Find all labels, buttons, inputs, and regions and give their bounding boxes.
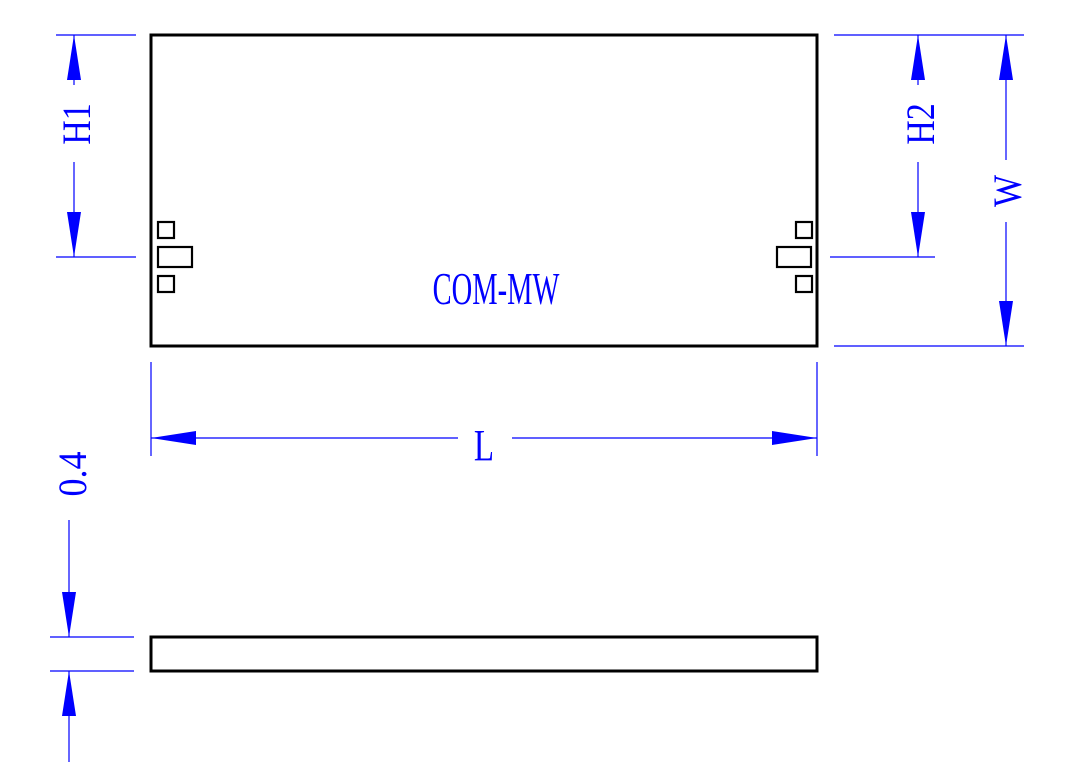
thickness-arrow-up [62, 671, 76, 716]
dimension-l: L [150, 362, 818, 471]
l-label: L [474, 422, 494, 471]
module-body-outline [149, 33, 819, 348]
w-label: W [987, 175, 1031, 207]
right-pad-bottom [794, 274, 814, 294]
h1-arrow-up [67, 35, 81, 80]
side-view [149, 635, 819, 673]
thickness-arrow-down [62, 592, 76, 637]
dimension-h2: H2 [830, 34, 1024, 258]
right-pad-middle [775, 245, 813, 269]
module-label: COM-MW [433, 264, 560, 314]
module-side-outline [149, 635, 819, 673]
w-arrow-down [999, 301, 1013, 346]
l-arrow-right [772, 431, 817, 445]
h2-arrow-down [911, 212, 925, 257]
thickness-label: 0.4 [51, 452, 95, 497]
right-pad-group [775, 220, 814, 294]
h1-arrow-down [67, 212, 81, 257]
w-arrow-up [999, 35, 1013, 80]
l-arrow-left [151, 431, 196, 445]
h2-arrow-up [911, 35, 925, 80]
top-view: COM-MW [149, 33, 819, 348]
dimension-h1: H1 [56, 34, 136, 258]
h1-label: H1 [56, 103, 100, 145]
left-pad-group [156, 220, 194, 294]
left-pad-top [156, 220, 176, 240]
left-pad-bottom [156, 274, 176, 294]
left-pad-middle [156, 245, 194, 269]
dimension-thickness: 0.4 [50, 452, 134, 762]
dimension-w: W [834, 35, 1031, 347]
right-pad-top [794, 220, 814, 240]
h2-label: H2 [900, 103, 944, 145]
